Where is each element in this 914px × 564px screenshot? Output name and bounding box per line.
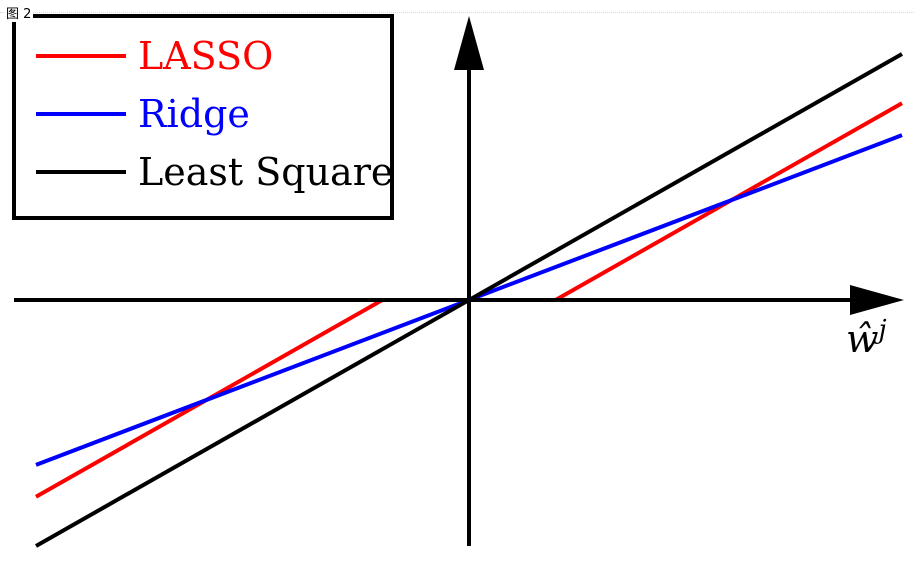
top-rule [0, 12, 914, 13]
y-axis-arrowhead [454, 16, 484, 70]
legend-frame [12, 14, 394, 220]
x-axis-arrowhead [850, 285, 904, 315]
x-axis-label-symbol: ŵ [846, 317, 879, 361]
legend-label-2: Least Square [138, 150, 393, 194]
legend-label-0: LASSO [138, 34, 273, 78]
figure-caption: 图 2 [4, 3, 34, 22]
axes-layer: ŵj [14, 16, 904, 546]
legend-label-1: Ridge [138, 92, 250, 136]
x-axis-label: ŵj [846, 315, 887, 361]
